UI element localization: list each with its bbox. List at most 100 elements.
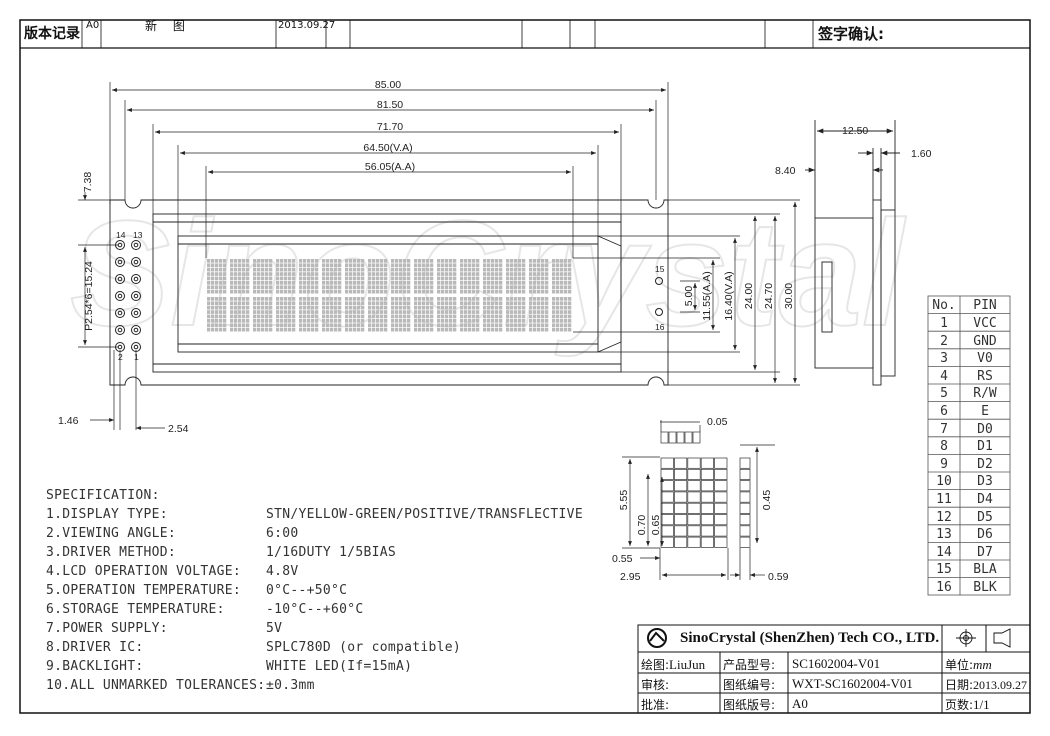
connector-pin (131, 240, 141, 250)
sign-confirm-label: 签字确认: (818, 25, 884, 43)
pin-name: D4 (977, 492, 993, 507)
connector-pin (115, 325, 125, 335)
horizontal-dimensions (109, 82, 669, 258)
dim-top-hole-offset: 7.38 (82, 172, 94, 193)
connector-pin (115, 291, 125, 301)
model-label: 产品型号: (723, 658, 776, 672)
dim-active-area-width: 56.05(A.A) (365, 161, 415, 173)
dim-dot-gap: 0.55 (612, 553, 633, 565)
dim-bezel-height: 24.00 (743, 283, 755, 309)
dim-dot-size: 0.45 (761, 490, 773, 511)
pin-number: 11 (936, 492, 952, 507)
company-name: SinoCrystal (ShenZhen) Tech CO., LTD. (680, 630, 940, 646)
lcd-character-cell (299, 297, 319, 332)
lcd-character-cell (345, 259, 365, 294)
pin-name: D3 (977, 474, 993, 490)
character-detail (622, 420, 775, 580)
pin-name: D1 (977, 439, 993, 455)
spec-value: 5V (266, 621, 283, 636)
date-field: 日期:2013.09.27 (945, 676, 1027, 693)
connector-pin (115, 257, 125, 267)
dim-overall-height: 30.00 (783, 283, 795, 309)
pin-label-1: 1 (134, 352, 139, 362)
projection-symbol-icon (956, 628, 1011, 648)
dim-char-width: 2.95 (620, 571, 641, 583)
revision-change: 新 图 (145, 19, 191, 33)
spec-label: 10.ALL UNMARKED TOLERANCES: (46, 678, 266, 693)
lcd-character-cell (230, 297, 250, 332)
pin-label-13: 13 (133, 230, 143, 240)
pin-name: RS (977, 368, 993, 384)
lcd-character-cell (322, 297, 342, 332)
connector-pin (115, 308, 125, 318)
lcd-character-cell (437, 297, 457, 332)
lcd-character-cell (414, 259, 434, 294)
drawing-no-label: 图纸编号: (723, 678, 776, 692)
dim-dot-pitch: 0.05 (707, 416, 728, 428)
lcd-character-cell (391, 297, 411, 332)
revision-date: 2013.09.27 (278, 20, 336, 31)
spec-label: 5.OPERATION TEMPERATURE: (46, 583, 242, 598)
spec-value: 0°C--+50°C (266, 583, 348, 598)
lcd-character-cell (552, 297, 572, 332)
revision-version: A0 (86, 20, 100, 31)
dim-side-depth: 12.50 (842, 125, 868, 137)
lcd-character-cell (460, 297, 480, 332)
spec-value: -10°C--+60°C (266, 602, 364, 617)
dim-mounting-width: 81.50 (377, 99, 403, 111)
spec-value: WHITE LED(If=15mA) (266, 659, 413, 674)
pin-name: D5 (977, 509, 993, 525)
lcd-character-cell (253, 297, 273, 332)
unit-label: 单位: (945, 658, 974, 672)
lcd-character-cell (414, 297, 434, 332)
dim-pcb-thickness: 1.60 (911, 148, 932, 160)
dim-mounting-height: 24.70 (763, 283, 775, 309)
spec-label: 1.DISPLAY TYPE: (46, 507, 168, 522)
connector-pin (131, 291, 141, 301)
dim-char-total-height: 5.55 (618, 490, 630, 511)
lcd-character-cell (437, 259, 457, 294)
spec-label: 3.DRIVER METHOD: (46, 545, 177, 560)
spec-label: 9.BACKLIGHT: (46, 659, 144, 674)
pin-name: BLK (973, 580, 997, 595)
lcd-character-cell (529, 297, 549, 332)
spec-value: STN/YELLOW-GREEN/POSITIVE/TRANSFLECTIVE (266, 507, 583, 522)
dim-pin-spacing: 2.54 (168, 423, 189, 435)
pin-label-14: 14 (116, 230, 126, 240)
dim-overall-width: 85.00 (375, 79, 401, 91)
lcd-character-cell (529, 259, 549, 294)
pin-name: GND (973, 333, 997, 349)
dim-dot-height-1: 0.70 (636, 515, 648, 536)
version-label: 图纸版号: (723, 698, 776, 712)
pin-number: 3 (940, 351, 948, 367)
sheet-border (19, 19, 1031, 714)
connector-pin (131, 257, 141, 267)
lcd-front-view (109, 199, 669, 386)
lcd-character-cell (483, 259, 503, 294)
pin-number: 8 (940, 439, 948, 455)
spec-value: 6:00 (266, 526, 299, 541)
date-value: 2013.09.27 (973, 678, 1028, 692)
company-logo-icon (647, 628, 667, 648)
pin-name: V0 (977, 351, 993, 367)
spec-value: SPLC780D (or compatible) (266, 640, 462, 655)
pin-number: 14 (936, 544, 952, 560)
pin-number: 15 (936, 562, 952, 578)
page-value: 1/1 (973, 697, 990, 712)
spec-label: 6.STORAGE TEMPERATURE: (46, 602, 225, 617)
lcd-character-cell (483, 297, 503, 332)
pin-name: R/W (973, 386, 997, 402)
lcd-character-cell (322, 259, 342, 294)
dim-panel-depth: 8.40 (775, 165, 796, 177)
page-field: 页数:1/1 (945, 696, 990, 713)
spec-label: 8.DRIVER IC: (46, 640, 144, 655)
pin-name: VCC (973, 316, 997, 331)
lcd-character-cell (230, 259, 250, 294)
pin-number: 6 (940, 404, 948, 419)
lcd-character-cell (391, 259, 411, 294)
lcd-character-cell (368, 259, 388, 294)
lcd-side-view (805, 120, 900, 386)
dim-char-height: 5.00 (683, 286, 695, 307)
